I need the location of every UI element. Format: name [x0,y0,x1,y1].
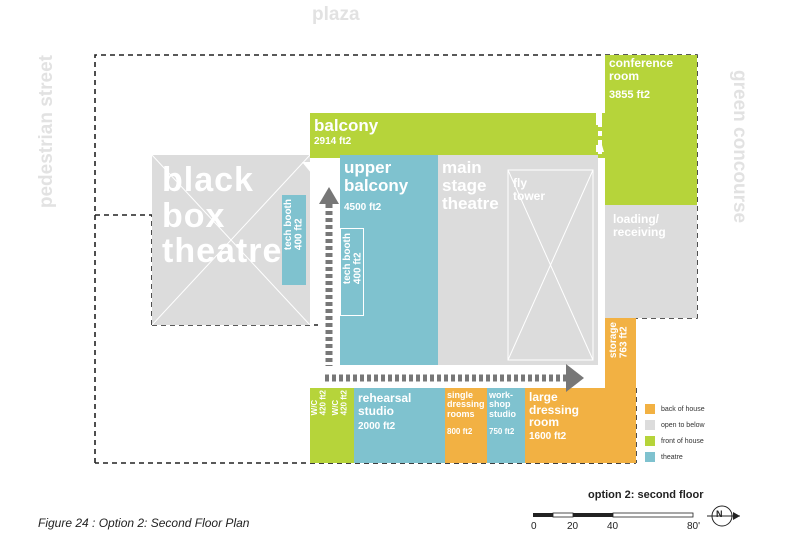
legend-open-to-below: open to below [645,420,705,430]
upper-balcony-label: upper balcony [344,158,409,195]
legend-swatch [645,436,655,446]
legend-label: front of house [661,437,704,445]
figure-caption: Figure 24 : Option 2: Second Floor Plan [38,516,250,530]
legend-label: back of house [661,405,705,413]
green-concourse-label: green concourse [729,70,750,224]
north-arrow-icon: N [716,509,723,519]
wc-2: W/C 420 ft2 [330,388,354,463]
scale-label-20: 20 [567,521,579,532]
scale-label-80: 80' [687,521,701,532]
scale-label-40: 40 [607,521,619,532]
fly-tower-label: fly tower [513,176,546,203]
wc-1: W/C 420 ft2 [310,388,330,463]
legend-front-of-house: front of house [645,436,704,446]
upper-balcony: upper balcony 4500 ft2 [340,155,438,365]
upper-balcony-area: 4500 ft2 [344,202,382,213]
balcony-label: balcony [314,116,379,135]
main-stage-theatre: main stage theatre fly tower [438,155,598,365]
large-label: large dressing room [529,390,580,430]
balcony: balcony 2914 ft2 [310,113,605,158]
plaza-label: plaza [312,4,360,25]
legend-label: theatre [661,453,683,461]
single-area: 800 ft2 [447,427,473,436]
large-dressing-room: large dressing room 1600 ft2 [525,388,605,463]
legend-theatre: theatre [645,452,683,462]
plan-title: option 2: second floor [588,489,704,501]
single-label: single dressing rooms [447,390,485,419]
workshop-studio: work-shop studio 750 ft2 [487,388,525,463]
legend-label: open to below [661,421,705,429]
main-stage-label: main stage theatre [442,158,499,213]
legend-swatch [645,452,655,462]
loading-label: loading/ receiving [613,212,666,239]
tech-booth-left: tech booth 400 ft2 [282,195,306,285]
conference-label: conference room [609,56,674,83]
rehearsal-area: 2000 ft2 [358,421,396,432]
single-dressing-rooms: single dressing rooms 800 ft2 [445,388,487,463]
workshop-label: work-shop studio [489,390,516,419]
scale-label-0: 0 [531,521,537,532]
loading-receiving: loading/ receiving [605,205,697,318]
conference-area: 3855 ft2 [609,89,650,101]
conference-room: conference room 3855 ft2 [605,55,697,205]
rehearsal-label: rehearsal studio [358,391,412,418]
rehearsal-studio: rehearsal studio 2000 ft2 [354,388,445,463]
legend-back-of-house: back of house [645,404,705,414]
large-area: 1600 ft2 [529,431,567,442]
legend-swatch [645,404,655,414]
tech-booth-center: tech booth 400 ft2 [340,228,364,316]
workshop-area: 750 ft2 [489,427,515,436]
legend-swatch [645,420,655,430]
balcony-area: 2914 ft2 [314,136,352,147]
storage: storage 763 ft2 [605,318,636,463]
black-box-label: black box theatre [162,161,283,271]
